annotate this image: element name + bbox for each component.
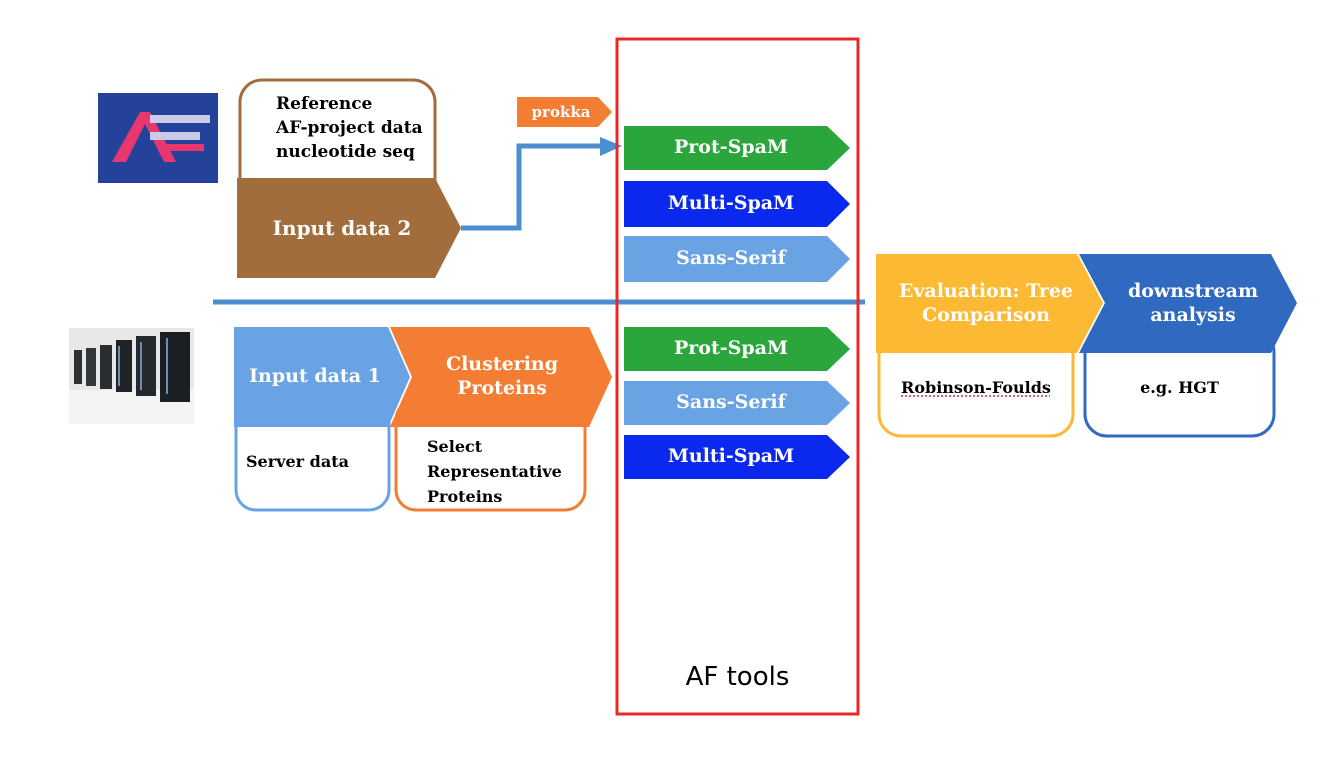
- lower-multi-spam-label: Multi-SpaM: [667, 445, 795, 468]
- clustering-label-line: Proteins: [457, 377, 547, 399]
- af-tools-frame: [615, 37, 860, 716]
- upper-prot-spam-label: Prot-SpaM: [674, 136, 788, 159]
- input2-caption-line: nucleotide seq: [276, 140, 436, 164]
- clustering-caption-line: Select: [427, 437, 483, 456]
- lower-prot-spam-label: Prot-SpaM: [674, 337, 788, 360]
- input2-caption-line: Reference: [276, 94, 373, 114]
- input1-chevron: [234, 327, 410, 427]
- upper-sans-serif-label: Sans-Serif: [676, 247, 786, 270]
- evaluation-label-line: Comparison: [922, 304, 1050, 326]
- input2-label: Input data 2: [272, 215, 412, 240]
- upper-sans-serif-chevron: [624, 236, 850, 282]
- downstream-label-line: analysis: [1150, 304, 1236, 326]
- upper-multi-spam-label: Multi-SpaM: [667, 192, 795, 215]
- upper-prot-spam-chevron: [624, 126, 850, 170]
- downstream-chevron: [1079, 254, 1297, 353]
- input2-caption-text: nucleotide seq: [276, 142, 415, 162]
- downstream-caption: e.g. HGT: [1140, 378, 1219, 397]
- clustering-caption-line: Proteins: [427, 487, 503, 506]
- downstream-label: downstream analysis: [1100, 262, 1286, 346]
- evaluation-chevron: [876, 254, 1103, 353]
- clustering-caption: Select Representative Proteins: [427, 434, 577, 509]
- lower-multi-spam-chevron: [624, 435, 850, 479]
- evaluation-label: Evaluation: Tree Comparison: [880, 262, 1092, 346]
- input1-label: Input data 1: [249, 365, 381, 388]
- input1-caption: Server data: [246, 452, 349, 471]
- downstream-label-line: downstream: [1127, 280, 1259, 303]
- input2-chevron: [237, 178, 461, 278]
- lower-prot-spam-chevron: [624, 327, 850, 371]
- clustering-caption-line: Representative: [427, 462, 562, 481]
- connector-line: [461, 143, 604, 231]
- evaluation-caption: Robinson-Foulds: [879, 378, 1073, 397]
- prokka-label: prokka: [531, 102, 591, 121]
- af-logo-icon: [98, 93, 218, 183]
- upper-multi-spam-chevron: [624, 181, 850, 227]
- af-tools-title: AF tools: [685, 662, 790, 692]
- arrow-head-icon: [600, 137, 622, 156]
- clustering-chevron: [390, 327, 612, 427]
- evaluation-label-line: Evaluation: Tree: [898, 280, 1074, 303]
- clustering-label: Clustering Proteins: [404, 327, 600, 427]
- input2-caption-line: AF-project data: [276, 118, 423, 138]
- lower-sans-serif-label: Sans-Serif: [676, 391, 786, 414]
- server-room-icon: [69, 328, 194, 424]
- evaluation-caption-text: Robinson-Foulds: [901, 378, 1051, 397]
- lower-sans-serif-chevron: [624, 381, 850, 425]
- prokka-chevron: [517, 97, 612, 127]
- clustering-label-line: Clustering: [445, 353, 559, 376]
- input2-caption: Reference AF-project data nucleotide seq: [276, 92, 436, 164]
